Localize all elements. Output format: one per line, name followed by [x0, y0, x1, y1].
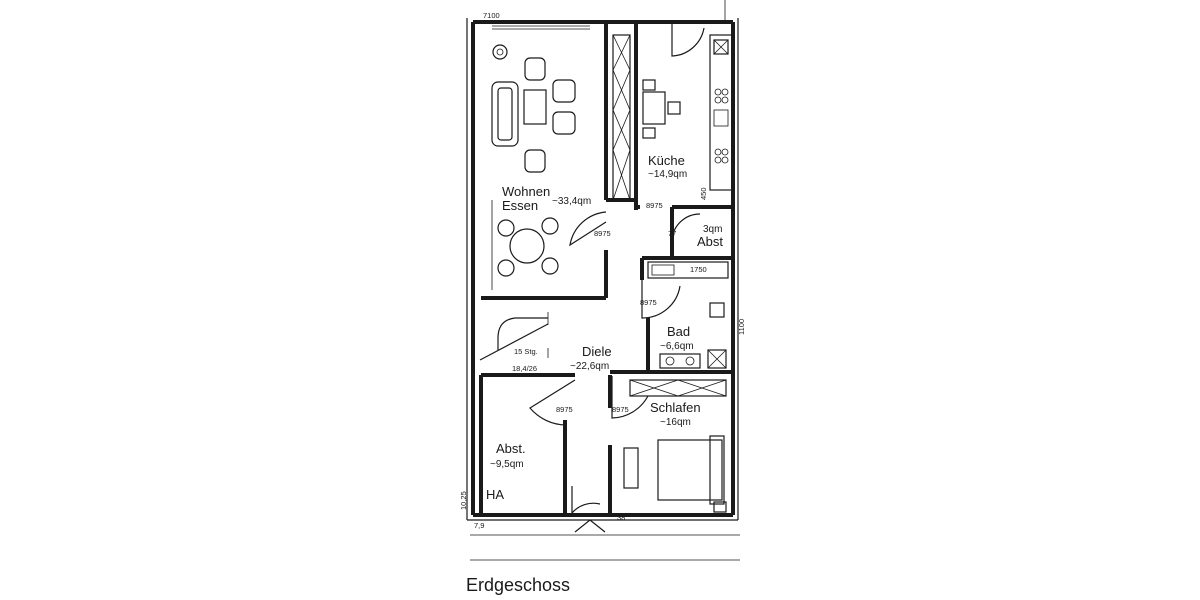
- room-label-abst: Abst.: [496, 441, 526, 456]
- area-bad: ~6,6qm: [660, 341, 694, 352]
- bath-fixtures: [659, 302, 727, 369]
- bathtub: [647, 261, 729, 279]
- area-diele: ~22,6qm: [570, 361, 609, 372]
- room-label-ha: HA: [486, 487, 504, 502]
- dim-kitchen-side: 450: [699, 187, 708, 200]
- area-abst: ~9,5qm: [490, 459, 524, 470]
- room-label-abst-small: Abst: [697, 234, 723, 249]
- dim-door-abst: 8975: [556, 405, 573, 414]
- dim-top-left: 7100: [483, 11, 500, 20]
- kitchen-table: [642, 79, 681, 139]
- dimension-lines: [470, 0, 740, 561]
- dim-door-wohnen: 8975: [594, 229, 611, 238]
- dim-bottom-mid: 38: [617, 513, 625, 522]
- dim-bottom-left: 7,9: [474, 521, 484, 530]
- room-label-kueche: Küche: [648, 153, 685, 168]
- dim-door-abst-small: 77: [668, 229, 676, 238]
- dim-side-left: 10,25: [459, 491, 468, 510]
- dining-table: [491, 200, 559, 290]
- stair-steps: 15 Stg.: [514, 347, 538, 356]
- door-swings: [529, 22, 705, 533]
- room-label-bad: Bad: [667, 324, 690, 339]
- kitchen-counter: [709, 34, 733, 191]
- area-kueche: ~14,9qm: [648, 169, 687, 180]
- dim-bath-top: 1750: [690, 265, 707, 274]
- room-label-essen: Essen: [502, 198, 538, 213]
- stair-dims: 18,4/26: [512, 364, 537, 373]
- area-schlafen: ~16qm: [660, 417, 691, 428]
- room-label-wohnen: Wohnen: [502, 184, 550, 199]
- room-label-diele: Diele: [582, 344, 612, 359]
- dim-door-bad: 8975: [640, 298, 657, 307]
- wardrobe: [629, 379, 727, 397]
- floor-title: Erdgeschoss: [466, 575, 570, 595]
- dim-door-schlafen: 8975: [612, 405, 629, 414]
- sofa-set: [491, 44, 576, 173]
- bed: [623, 435, 727, 513]
- dim-door-kueche: 8975: [646, 201, 663, 210]
- area-abst-small: 3qm: [703, 224, 722, 235]
- dim-bath-side: 1100: [737, 319, 746, 335]
- window-wohnen-top: [492, 25, 590, 30]
- room-label-schlafen: Schlafen: [650, 400, 701, 415]
- area-wohnen: ~33,4qm: [552, 196, 591, 207]
- built-in-cabinet: [612, 34, 631, 201]
- staircase: [479, 312, 549, 361]
- interior-walls: [479, 22, 733, 517]
